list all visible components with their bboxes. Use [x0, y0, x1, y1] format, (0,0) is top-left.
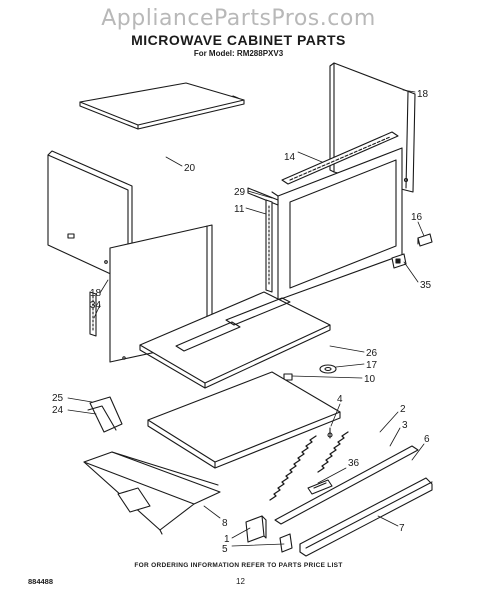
callout-18-lower: 18	[90, 288, 102, 299]
part-vent-grille	[281, 131, 399, 185]
diagram-title: MICROWAVE CABINET PARTS	[131, 32, 346, 48]
part-clips	[245, 515, 293, 553]
part-latch	[307, 479, 333, 495]
callout-5: 5	[222, 544, 228, 555]
callout-24: 24	[52, 405, 64, 416]
part-trim-strip	[274, 445, 419, 525]
leader-lines	[67, 89, 425, 547]
callout-36: 36	[348, 458, 360, 469]
page-number: 12	[236, 577, 245, 586]
callout-7: 7	[399, 523, 405, 534]
callout-4: 4	[337, 394, 343, 405]
callout-1: 1	[224, 534, 230, 545]
part-switch	[417, 233, 433, 247]
part-bottom-tray	[83, 451, 221, 535]
part-top-panel	[79, 82, 245, 130]
document-code: 884488	[28, 577, 54, 586]
callout-35: 35	[420, 280, 432, 291]
callout-2: 2	[400, 404, 406, 415]
ordering-note: FOR ORDERING INFORMATION REFER TO PARTS …	[134, 562, 343, 569]
callout-17: 17	[366, 360, 378, 371]
part-front-strip	[265, 199, 273, 293]
part-door-frame	[271, 147, 403, 301]
callout-3: 3	[402, 420, 408, 431]
callout-8: 8	[222, 518, 228, 529]
watermark: AppliancePartsPros.com	[101, 6, 376, 31]
callout-18-upper: 18	[417, 89, 429, 100]
part-fan	[283, 364, 337, 381]
model-label: For Model: RM288PXV3	[193, 49, 284, 58]
part-front-rail	[299, 477, 433, 557]
callout-26: 26	[366, 348, 378, 359]
callout-29: 29	[234, 187, 246, 198]
part-spring	[269, 431, 349, 501]
part-base-plate	[147, 371, 341, 469]
callout-14: 14	[284, 152, 296, 163]
callout-16: 16	[411, 212, 423, 223]
callout-10: 10	[364, 374, 376, 385]
part-hinge-bracket	[87, 396, 123, 433]
callout-20: 20	[184, 163, 196, 174]
part-door-strip	[247, 187, 279, 206]
part-small-bracket	[391, 253, 407, 269]
callout-34: 34	[90, 300, 102, 311]
part-cavity-panel	[139, 291, 331, 389]
part-left-strip	[89, 291, 97, 337]
callout-6: 6	[424, 434, 430, 445]
callout-25: 25	[52, 393, 64, 404]
callout-11: 11	[234, 204, 245, 215]
